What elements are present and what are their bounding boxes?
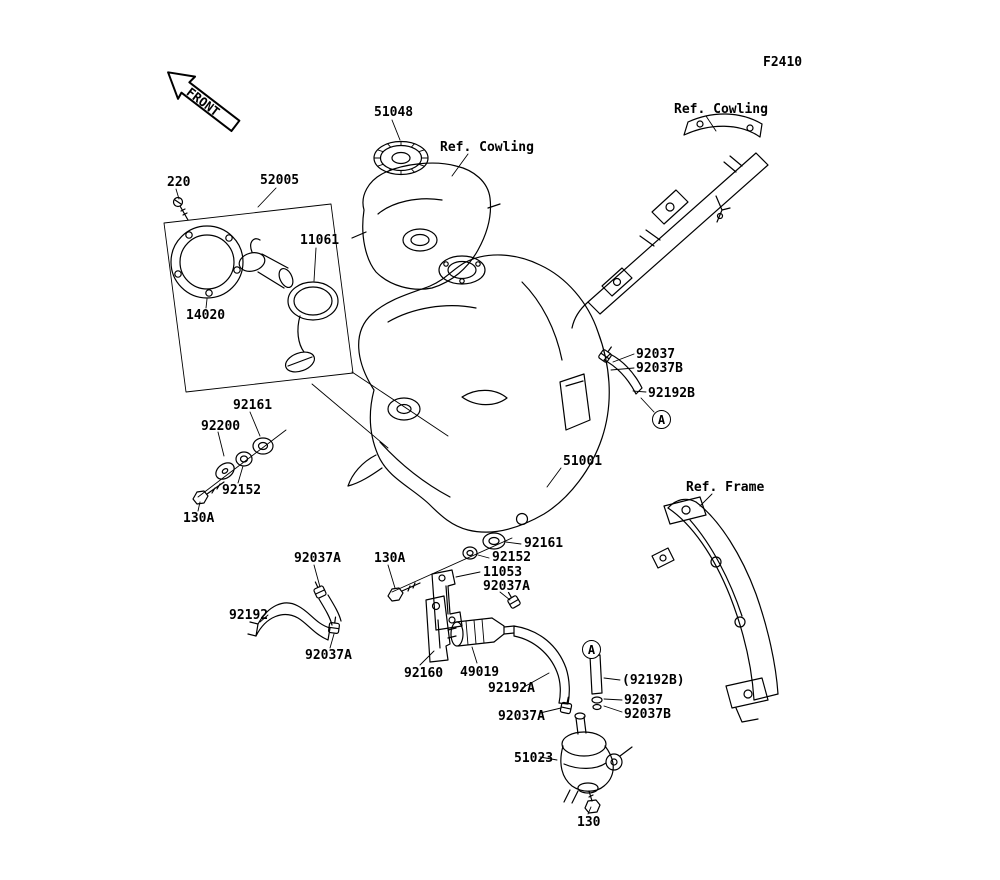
- part-label-92192b-paren: (92192B): [622, 673, 685, 688]
- part-label-92161-left: 92161: [233, 398, 273, 413]
- part-label-92037-top: 92037: [636, 347, 676, 362]
- callout-marker-a-right: A: [652, 410, 671, 429]
- part-label-92192a: 92192A: [488, 681, 535, 696]
- assembly-lines: [311, 371, 449, 449]
- front-arrow-label: FRONT: [184, 84, 223, 119]
- part-label-92037a-1: 92037A: [294, 551, 341, 566]
- part-label-92037a-4: 92037A: [498, 709, 545, 724]
- part-label-130a-mid: 130A: [374, 551, 406, 566]
- part-label-51048: 51048: [374, 105, 414, 120]
- fiche-code: F2410: [763, 55, 803, 70]
- part-label-92200: 92200: [201, 419, 241, 434]
- fuel-valve-drawing: [560, 712, 633, 814]
- fuel-hose-assembly-drawing: [247, 581, 603, 715]
- part-label-11061: 11061: [300, 233, 340, 248]
- part-label-92037b-top: 92037B: [636, 361, 683, 376]
- part-label-49019: 49019: [460, 665, 500, 680]
- part-label-14020: 14020: [186, 308, 226, 323]
- part-label-130: 130: [577, 815, 601, 830]
- frame-drawing: [651, 496, 779, 723]
- screw-220-drawing: [172, 196, 189, 221]
- part-label-92037b-bottom: 92037B: [624, 707, 671, 722]
- ref-label-frame: Ref. Frame: [686, 480, 765, 495]
- fuel-tank-drawing: [347, 254, 610, 533]
- fuel-cap-drawing: [373, 140, 429, 176]
- cowling-stay-drawing: [571, 113, 769, 329]
- part-label-92192: 92192: [229, 608, 269, 623]
- part-label-220: 220: [167, 175, 191, 190]
- mid-fastener-set-drawing: [387, 532, 513, 631]
- part-label-11053: 11053: [483, 565, 523, 580]
- part-label-92152-mid: 92152: [492, 550, 532, 565]
- part-label-92160: 92160: [404, 666, 444, 681]
- breather-hose-drawing: [598, 346, 643, 395]
- left-fastener-set-drawing: [192, 429, 287, 505]
- part-label-92152-left: 92152: [222, 483, 262, 498]
- part-label-92037a-3: 92037A: [305, 648, 352, 663]
- ref-label-cowling-1: Ref. Cowling: [440, 140, 534, 155]
- part-label-130a-left: 130A: [183, 511, 215, 526]
- tank-cover-drawing: [351, 162, 501, 290]
- leader-lines: [175, 115, 717, 815]
- part-label-92037a-2: 92037A: [483, 579, 530, 594]
- front-arrow-icon: FRONT: [167, 71, 241, 133]
- part-label-92192b-top: 92192B: [648, 386, 695, 401]
- part-label-92161-mid: 92161: [524, 536, 564, 551]
- part-label-52005: 52005: [260, 173, 300, 188]
- part-label-51023: 51023: [514, 751, 554, 766]
- ref-label-cowling-2: Ref. Cowling: [674, 102, 768, 117]
- callout-marker-a-bottom: A: [582, 640, 601, 659]
- part-label-92037-bottom: 92037: [624, 693, 664, 708]
- part-label-51001: 51001: [563, 454, 603, 469]
